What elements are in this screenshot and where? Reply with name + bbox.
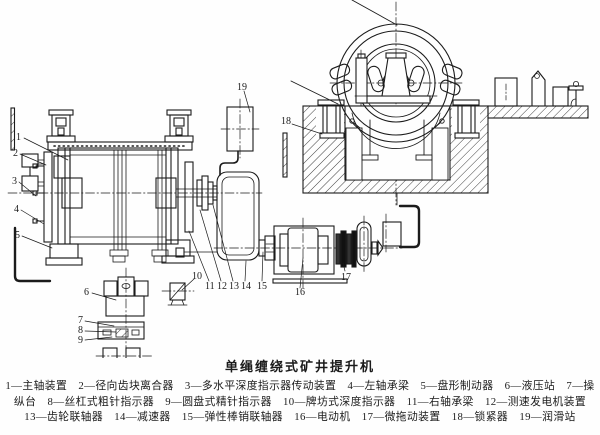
callout-6: 6	[84, 287, 89, 298]
callout-1: 1	[16, 132, 21, 143]
callout-13: 13	[229, 281, 239, 292]
end-view	[282, 0, 589, 194]
callout-2: 2	[13, 148, 18, 159]
hoist-rope-2	[290, 80, 339, 105]
reducer	[175, 171, 260, 261]
callout-5: 5	[15, 230, 20, 241]
rope-guide-bar	[10, 107, 16, 151]
hoist-rope	[351, 0, 398, 26]
operator-console	[97, 321, 145, 358]
callout-4: 4	[14, 204, 19, 215]
callout-numbers: 1 2 3 4 5 6 7 8 9 10 11 12 13 14 15 16 1…	[12, 82, 351, 346]
legend-line-3: 13—齿轮联轴器 14—减速器 15—弹性棒销联轴器 16—电动机 17—微拖动…	[24, 411, 576, 424]
guide-bracket	[398, 204, 421, 249]
callout-19: 19	[237, 82, 247, 93]
hydraulic-station	[103, 276, 149, 317]
legend-line-1: 1—主轴装置 2—径向齿块离合器 3—多水平深度指示器传动装置 4—左轴承梁 5…	[5, 380, 595, 392]
figure-caption: 单绳缠绕式矿井提升机 1—主轴装置 2—径向齿块离合器 3—多水平深度指示器传动…	[0, 358, 600, 426]
tie-rods	[109, 149, 169, 263]
brake-lugs	[329, 63, 463, 96]
callout-17: 17	[341, 272, 351, 283]
elastic-pin-coupling	[258, 235, 276, 261]
callout-7: 7	[78, 315, 83, 326]
callout-10: 10	[192, 271, 202, 282]
main-bearing-stand	[354, 52, 438, 104]
drum-assembly	[10, 107, 195, 283]
legend-line-2: 纵台 8—丝杠式粗针指示器 9—圆盘式精针指示器 10—牌坊式深度指示器 11—…	[13, 395, 587, 408]
right-bearing-beam	[184, 161, 194, 233]
frame-depth-indicator	[167, 282, 188, 306]
ledge-equipment	[494, 70, 584, 107]
leader-lines	[18, 90, 346, 341]
bearing-blocks	[45, 239, 195, 266]
motor-train	[265, 192, 421, 284]
disc-brake-right	[164, 109, 194, 143]
callout-11: 11	[205, 281, 215, 292]
floor-rail	[13, 226, 52, 283]
callout-16: 16	[295, 287, 305, 298]
callout-12: 12	[217, 281, 227, 292]
callout-14: 14	[241, 281, 251, 292]
parts-legend: 1—主轴装置 2—径向齿块离合器 3—多水平深度指示器传动装置 4—左轴承梁 5…	[0, 379, 600, 426]
brake-roller	[356, 221, 372, 267]
disc-brake-left	[46, 109, 76, 143]
electric-motor	[265, 225, 348, 284]
rope-guide-bar-2	[282, 132, 288, 178]
callout-18: 18	[281, 116, 291, 127]
clutch	[53, 155, 71, 179]
callout-9: 9	[78, 335, 83, 346]
micro-drive	[335, 230, 357, 268]
lubrication-station	[219, 106, 254, 176]
hoist-diagram: 1 2 3 4 5 6 7 8 9 10 11 12 13 14 15 16 1…	[7, 0, 589, 358]
indicator-box	[382, 221, 402, 247]
drive-train	[175, 106, 276, 261]
left-bearing-beam	[32, 151, 53, 243]
figure-title: 单绳缠绕式矿井提升机	[224, 359, 375, 374]
support-columns	[317, 99, 480, 139]
callout-15: 15	[257, 281, 267, 292]
callout-3: 3	[12, 176, 17, 187]
callout-8: 8	[78, 325, 83, 336]
